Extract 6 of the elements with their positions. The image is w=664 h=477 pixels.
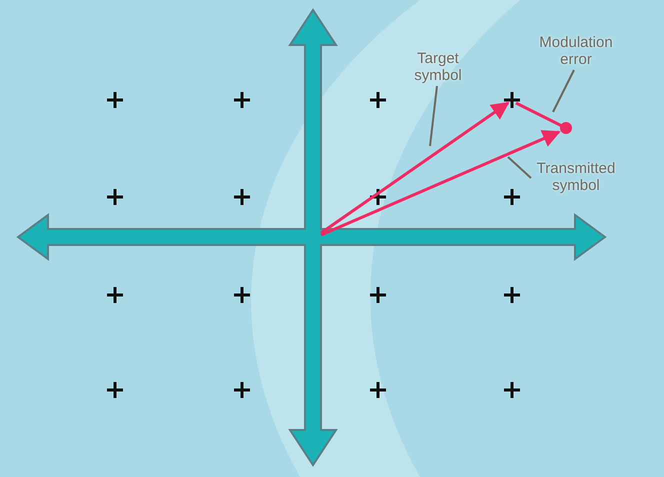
callout-label: Transmitted symbol [530, 160, 622, 194]
callout-label: Modulation error [524, 34, 628, 68]
leader-line [429, 86, 438, 146]
leader-line [507, 156, 532, 179]
callout-label: Target symbol [402, 50, 474, 84]
leader-line [552, 70, 575, 112]
